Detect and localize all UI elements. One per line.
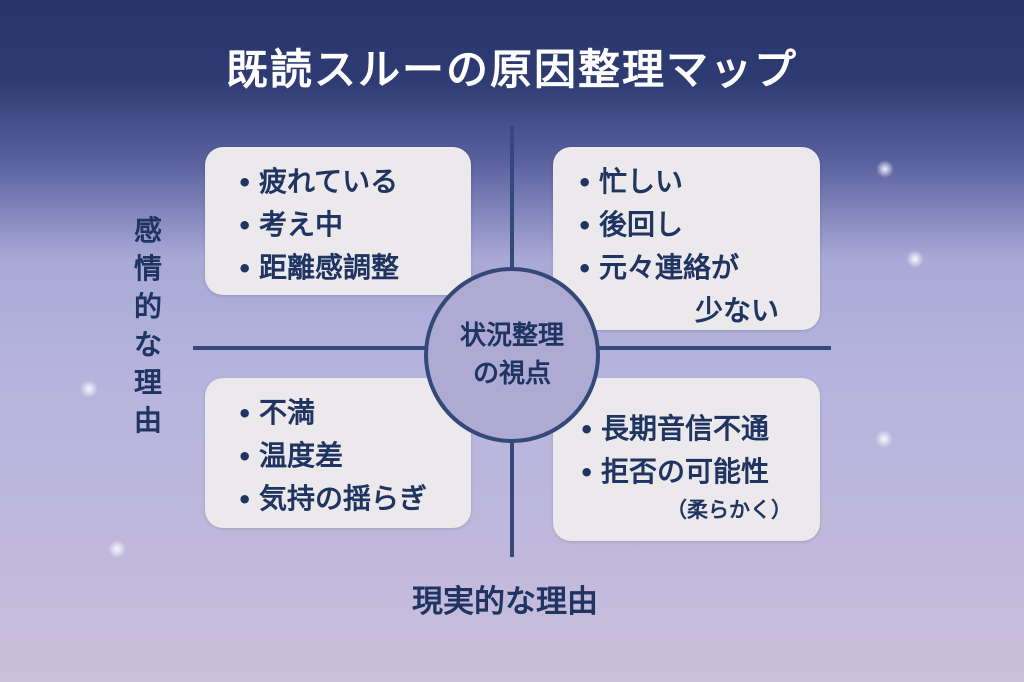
- center-label-line1: 状況整理: [459, 321, 564, 351]
- list-item: •距離感調整: [237, 251, 400, 284]
- horizontal-axis-label: 現実的な理由: [412, 584, 598, 620]
- quadrant-top-left: •疲れている •考え中 •距離感調整: [205, 147, 471, 295]
- list-item: •考え中: [237, 208, 344, 241]
- center-label-line2: の視点: [472, 359, 551, 389]
- sparkle: [875, 430, 893, 448]
- list-item: •疲れている: [237, 165, 399, 198]
- list-item: •長期音信不通: [579, 412, 770, 445]
- sparkle: [876, 160, 894, 178]
- sparkle: [906, 250, 924, 268]
- list-item: •忙しい: [577, 165, 684, 198]
- quadrant-bottom-left: •不満 •温度差 •気持の揺らぎ: [205, 378, 471, 528]
- sparkle: [108, 540, 126, 558]
- quadrant-top-right: •忙しい •後回し •元々連絡が 少ない: [553, 147, 820, 330]
- list-item: •後回し: [577, 208, 684, 241]
- center-circle: 状況整理 の視点: [424, 267, 600, 443]
- list-item: •不満: [237, 396, 316, 429]
- vertical-axis-label: 感情的な理由: [133, 214, 162, 437]
- note: （柔らかく）: [666, 498, 792, 522]
- sparkle: [80, 380, 98, 398]
- page-title: 既読スルーの原因整理マップ: [225, 45, 798, 94]
- list-item: •気持の揺らぎ: [237, 482, 428, 515]
- list-item-continuation: 少ない: [695, 294, 780, 327]
- list-item: •拒否の可能性: [579, 455, 770, 488]
- quadrant-bottom-right: •長期音信不通 •拒否の可能性 （柔らかく）: [553, 378, 820, 541]
- list-item: •温度差: [237, 439, 344, 472]
- list-item: •元々連絡が: [577, 251, 740, 284]
